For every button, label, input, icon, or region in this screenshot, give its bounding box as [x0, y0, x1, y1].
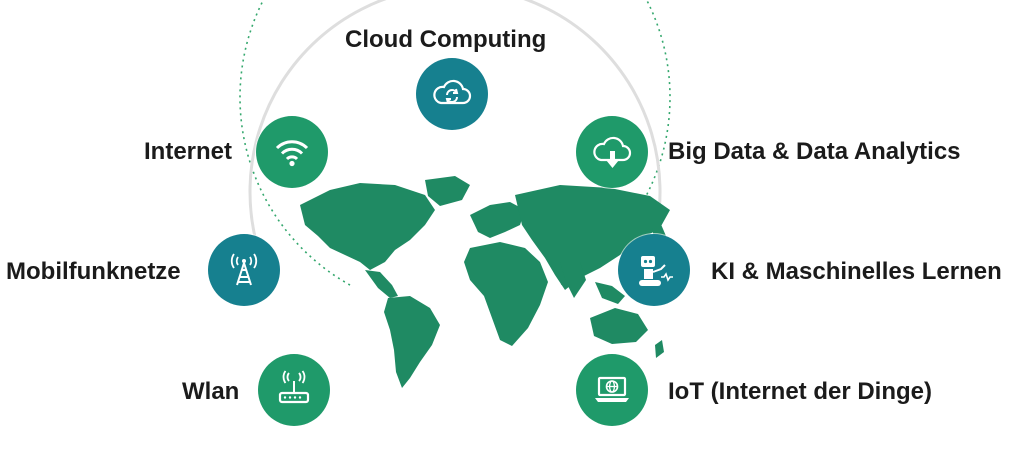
label-big-data: Big Data & Data Analytics	[668, 138, 961, 165]
wifi-icon	[275, 140, 309, 167]
map-australia	[590, 308, 648, 344]
map-asia	[515, 185, 670, 290]
node-iot	[576, 354, 648, 426]
map-south-america	[384, 296, 440, 388]
wifi-router-icon	[278, 370, 310, 404]
label-wlan: Wlan	[182, 378, 240, 405]
node-cloud-computing	[416, 58, 488, 130]
label-iot: IoT (Internet der Dinge)	[668, 378, 932, 405]
cell-tower-icon	[230, 253, 258, 286]
label-internet: Internet	[144, 138, 233, 165]
map-se-asia	[595, 282, 625, 304]
map-new-zealand	[655, 340, 664, 358]
node-ki	[618, 234, 690, 306]
map-central-america	[365, 270, 398, 298]
label-ki: KI & Maschinelles Lernen	[711, 258, 1002, 285]
node-big-data	[576, 116, 648, 188]
map-north-america	[300, 183, 435, 270]
cloud-download-icon	[593, 136, 632, 168]
map-greenland	[425, 176, 470, 206]
map-europe	[470, 202, 525, 238]
outer-dotted-ring	[239, 0, 671, 286]
label-cloud-computing: Cloud Computing	[345, 26, 547, 53]
node-internet	[256, 116, 328, 188]
world-map	[300, 176, 670, 388]
robot-icon	[639, 256, 673, 286]
map-india	[560, 262, 586, 298]
map-africa	[464, 242, 548, 346]
laptop-globe-icon	[595, 376, 629, 402]
label-mobilfunknetze: Mobilfunknetze	[6, 258, 181, 285]
node-wlan	[258, 354, 330, 426]
cloud-sync-icon	[433, 79, 472, 105]
node-mobilfunknetze	[208, 234, 280, 306]
inner-gray-ring	[248, 0, 662, 281]
